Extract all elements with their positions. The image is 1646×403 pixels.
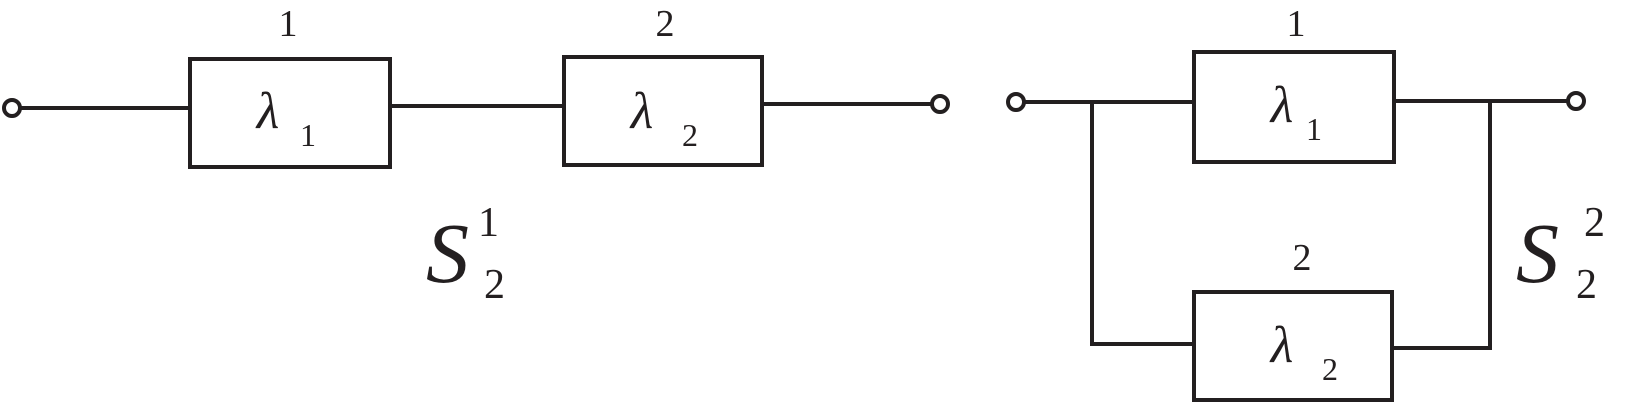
series-element-1-symbol: λ: [255, 83, 280, 140]
series-label-subscript: 2: [484, 262, 505, 308]
parallel-input-terminal: [1006, 92, 1026, 112]
series-element-2-symbol: λ: [629, 83, 654, 140]
series-output-terminal: [930, 94, 950, 114]
series-label-superscript: 1: [478, 200, 499, 246]
parallel-element-1-number: 1: [1287, 3, 1306, 45]
parallel-element-1: 1 λ 1: [1192, 3, 1396, 164]
series-element-1-number: 1: [279, 3, 298, 45]
parallel-element-2: 2 λ 2: [1192, 237, 1394, 402]
parallel-element-2-box: [1192, 290, 1394, 402]
parallel-element-2-number: 2: [1293, 237, 1312, 279]
parallel-element-2-subscript: 2: [1322, 351, 1338, 387]
series-label-letter: S: [426, 205, 469, 301]
parallel-system-label: S 2 2: [1516, 200, 1605, 308]
series-system: 1 λ 1 2 λ 2 S 1 2: [2, 3, 950, 308]
series-element-2-number: 2: [656, 3, 675, 45]
series-element-1-subscript: 1: [300, 117, 316, 153]
series-element-1-box: [188, 57, 392, 169]
parallel-label-superscript: 2: [1584, 200, 1605, 246]
parallel-label-subscript: 2: [1576, 262, 1597, 308]
parallel-output-terminal: [1566, 91, 1586, 111]
parallel-element-2-symbol: λ: [1269, 317, 1294, 374]
series-input-terminal: [2, 98, 22, 118]
parallel-system: 1 λ 1 2 λ 2 S 2 2: [1006, 3, 1605, 402]
parallel-label-letter: S: [1516, 205, 1559, 301]
series-system-label: S 1 2: [426, 200, 505, 308]
parallel-element-1-box: [1192, 50, 1396, 164]
parallel-element-1-subscript: 1: [1306, 111, 1322, 147]
series-element-2: 2 λ 2: [562, 3, 764, 167]
series-element-2-subscript: 2: [682, 117, 698, 153]
series-element-2-box: [562, 55, 764, 167]
series-element-1: 1 λ 1: [188, 3, 392, 169]
parallel-element-1-symbol: λ: [1269, 77, 1294, 134]
